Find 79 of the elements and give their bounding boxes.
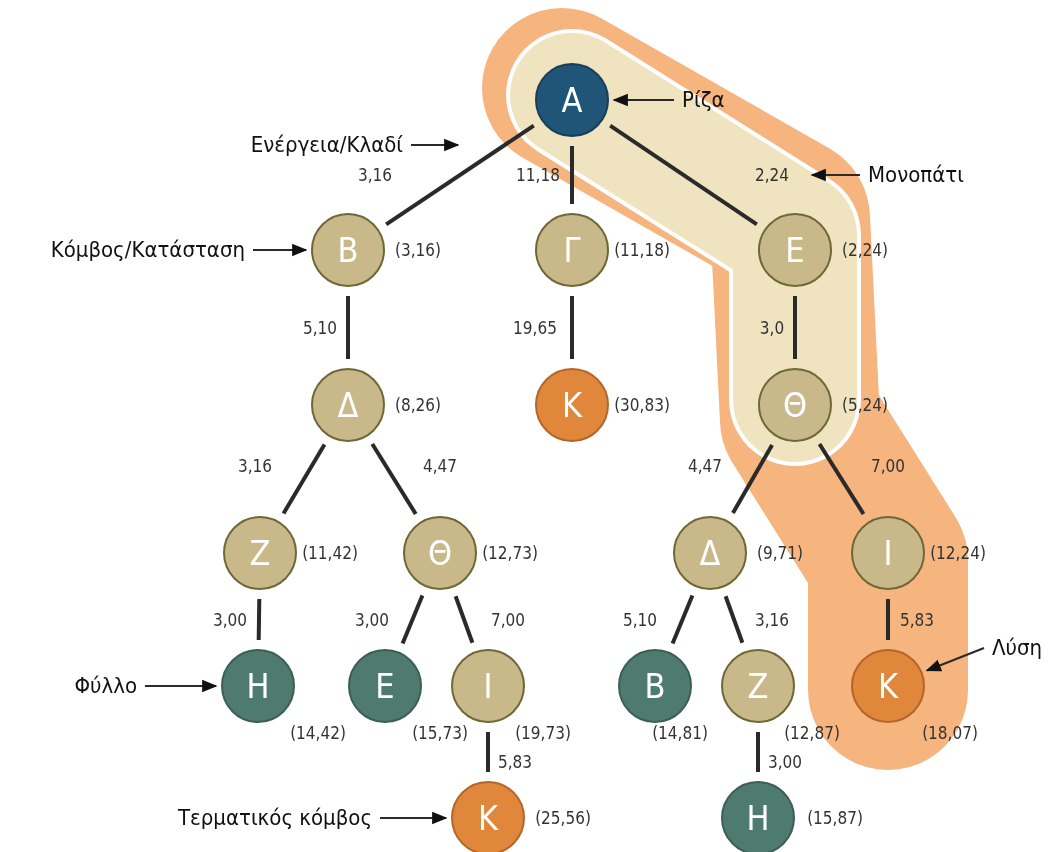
tree-branch	[256, 598, 262, 641]
callout-text: Τερματικός κόμβος	[178, 807, 372, 829]
edge-label: 5,10	[623, 611, 657, 629]
edge-label: 3,16	[238, 457, 272, 475]
state-letter: Δ	[699, 536, 721, 570]
cost-label: (15,73)	[412, 724, 468, 742]
tree-branch	[723, 595, 745, 644]
leader-arrow	[612, 93, 674, 107]
callout-text: Λύση	[992, 637, 1043, 659]
edge-label: 5,10	[303, 319, 337, 337]
state-letter: Ε	[375, 669, 395, 703]
tree-branch	[756, 732, 760, 772]
edge-label: 2,24	[755, 166, 789, 184]
edge-label: 7,00	[491, 611, 525, 629]
cost-label: (15,87)	[807, 809, 863, 827]
cost-label: (14,42)	[290, 724, 346, 742]
tree-branch	[731, 443, 774, 515]
tree-branch	[817, 442, 866, 516]
edge-label: 3,00	[355, 611, 389, 629]
edge-label: 5,83	[900, 611, 934, 629]
tree-branch	[670, 594, 695, 645]
tree-branch	[370, 443, 418, 515]
edge-label: 4,47	[688, 457, 722, 475]
edge-label: 19,65	[513, 319, 557, 337]
callout-text: Μονοπάτι	[868, 164, 964, 186]
cost-label: (11,18)	[614, 241, 670, 259]
state-letter: Η	[746, 801, 770, 835]
cost-label: (14,81)	[652, 724, 708, 742]
leader-arrow	[411, 138, 460, 152]
cost-label: (12,73)	[482, 544, 538, 562]
state-letter: Ε	[785, 233, 805, 267]
tree-branch	[570, 296, 574, 359]
state-letter: Β	[337, 233, 359, 267]
state-letter: Ζ	[249, 536, 271, 570]
edge-label: 3,16	[358, 166, 392, 184]
tree-branch	[400, 594, 425, 645]
state-letter: Η	[246, 669, 270, 703]
edge-label: 3,00	[213, 611, 247, 629]
state-letter: Ζ	[747, 669, 769, 703]
tree-branch	[385, 123, 535, 227]
edge-label: 3,00	[768, 753, 802, 771]
cost-label: (25,56)	[535, 809, 591, 827]
state-letter: Θ	[782, 388, 808, 422]
tree-branch	[281, 443, 327, 515]
state-letter: Θ	[427, 536, 453, 570]
leader-arrow	[145, 679, 218, 693]
leader-arrow	[380, 811, 448, 825]
cost-label: (19,73)	[515, 724, 571, 742]
edge-label: 5,83	[498, 753, 532, 771]
tree-branch	[346, 296, 350, 359]
cost-label: (30,83)	[614, 396, 670, 414]
tree-branch	[609, 124, 758, 226]
state-letter: Κ	[877, 669, 899, 703]
edge-label: 11,18	[516, 166, 560, 184]
tree-branch	[793, 296, 797, 359]
cost-label: (11,42)	[302, 544, 358, 562]
cost-label: (3,16)	[395, 241, 441, 259]
edge-label: 7,00	[871, 457, 905, 475]
state-letter: Γ	[563, 233, 581, 267]
state-letter: Α	[561, 83, 583, 117]
cost-label: (8,26)	[395, 396, 441, 414]
cost-label: (2,24)	[842, 241, 888, 259]
tree-branch	[886, 599, 890, 640]
leader-arrow	[253, 243, 308, 257]
state-letter: Β	[644, 669, 666, 703]
state-letter: Ι	[483, 669, 493, 703]
state-letter: Δ	[337, 388, 359, 422]
state-letter: Κ	[477, 801, 499, 835]
edge-label: 3,16	[755, 611, 789, 629]
edge-label: 3,0	[759, 319, 785, 337]
tree-branch	[453, 595, 475, 644]
callout-text: Ρίζα	[682, 89, 725, 111]
edge-label: 4,47	[423, 457, 457, 475]
state-letter: Ι	[883, 536, 893, 570]
tree-branch	[486, 732, 490, 772]
state-letter: Κ	[561, 388, 583, 422]
callout-text: Κόμβος/Κατάσταση	[50, 239, 245, 261]
callout-text: Φύλλο	[74, 675, 137, 697]
callout-text: Ενέργεια/Κλαδί	[250, 134, 403, 156]
